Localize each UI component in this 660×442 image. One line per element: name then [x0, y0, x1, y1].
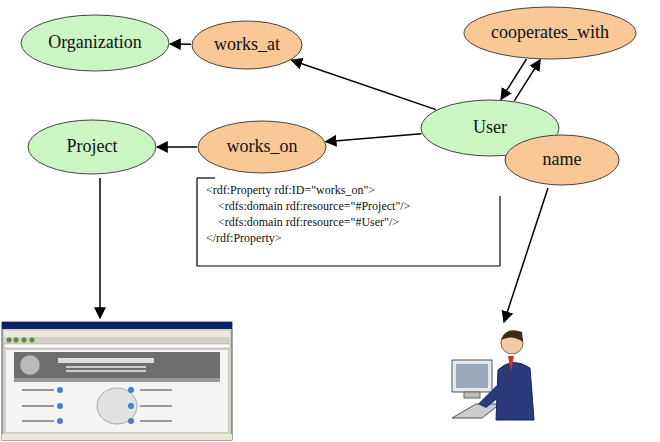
relation-arrow	[501, 59, 527, 99]
node-label: Project	[67, 137, 118, 157]
relation-arrow	[170, 43, 191, 45]
person-illustration	[452, 330, 534, 420]
relation-arrow	[514, 60, 540, 101]
property-ellipse: cooperates_with	[463, 6, 637, 60]
node-label: works_on	[227, 137, 298, 157]
code-line: </rdf:Property>	[206, 230, 410, 246]
code-line: <rdf:Property rdf:ID="works_on">	[206, 182, 410, 198]
relation-arrow	[292, 60, 437, 109]
class-ellipse: Project	[27, 119, 157, 175]
screenshot-illustration	[2, 322, 232, 440]
code-box-outline	[197, 178, 500, 266]
property-ellipse: works_on	[197, 120, 327, 174]
node-label: name	[543, 150, 582, 170]
node-label: User	[473, 118, 507, 138]
class-ellipse: Organization	[20, 14, 170, 72]
code-line: <rdfs:domain rdf:resource="#User"/>	[206, 214, 410, 230]
leader-arrow	[504, 188, 548, 322]
node-label: works_at	[214, 35, 280, 55]
property-ellipse: name	[504, 134, 620, 186]
code-line: <rdfs:domain rdf:resource="#Project"/>	[206, 198, 410, 214]
relation-arrow	[326, 134, 422, 142]
relation-arrow	[157, 146, 197, 148]
code-snippet: <rdf:Property rdf:ID="works_on"><rdfs:do…	[206, 182, 410, 246]
node-label: Organization	[48, 33, 142, 53]
property-ellipse: works_at	[191, 20, 303, 70]
leader-arrow	[99, 178, 101, 318]
node-label: cooperates_with	[491, 23, 609, 43]
